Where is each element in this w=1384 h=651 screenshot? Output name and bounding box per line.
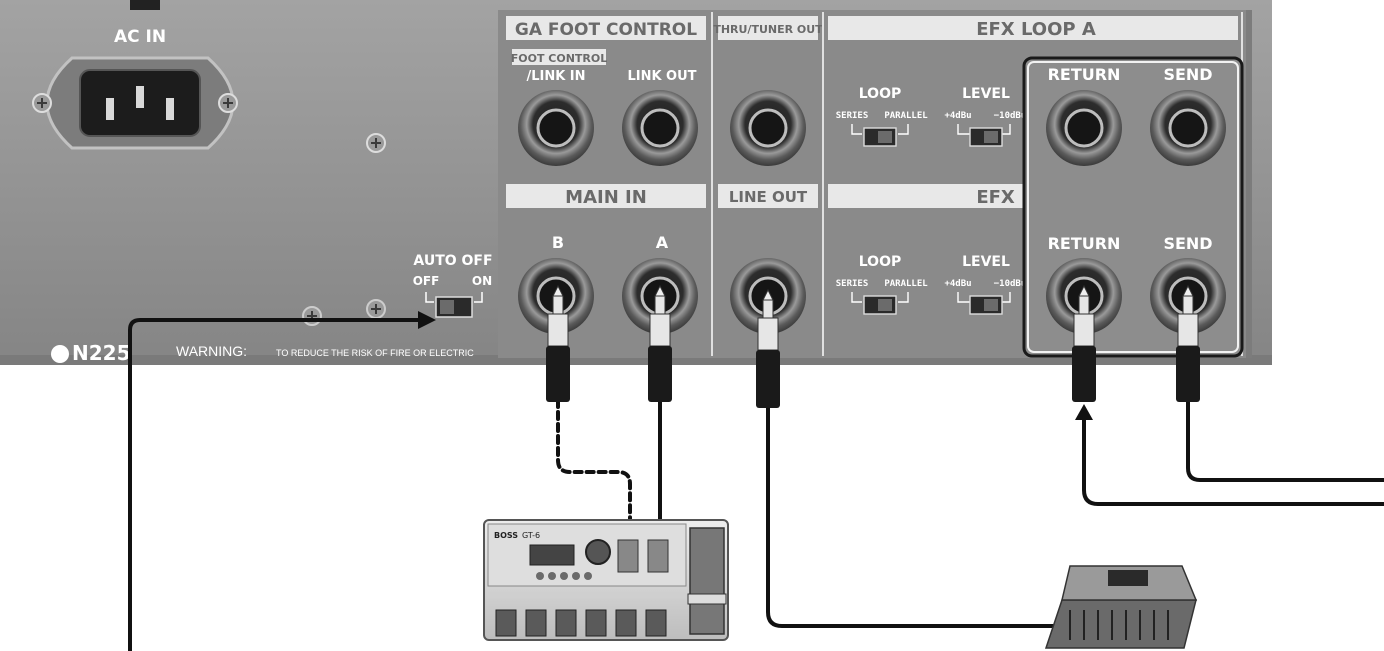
ac-in-label: AC IN — [114, 27, 166, 47]
screw-icon — [366, 299, 386, 319]
efx-a-return-jack[interactable] — [1046, 90, 1122, 166]
effects-unit-knob — [585, 539, 611, 565]
warning-label: WARNING: — [176, 343, 247, 359]
efx-return-plug — [1072, 284, 1096, 402]
screw-icon — [366, 133, 386, 153]
efx-return-cable — [1082, 418, 1384, 506]
brand-logo-icon — [51, 345, 69, 363]
efx-loop-b-switches: LOOP SERIES PARALLEL LEVEL +4dBu −10dBu — [836, 254, 1027, 315]
ac-pin-center — [136, 86, 144, 108]
return-a-label: RETURN — [1048, 65, 1121, 84]
mixer-faders — [1069, 610, 1169, 640]
ac-in-section: AC IN — [32, 27, 386, 326]
plugs — [546, 284, 1200, 408]
effects-unit-brand: BOSS — [494, 531, 518, 540]
minus10-b-label: −10dBu — [994, 279, 1027, 289]
main-in-a-label: A — [656, 233, 669, 252]
button-row — [536, 572, 592, 580]
loop-a-label: LOOP — [859, 86, 902, 102]
effects-unit-model: GT-6 — [522, 531, 540, 540]
plus4-b-label: +4dBu — [944, 279, 971, 289]
foot-control-link-in-jack[interactable] — [518, 90, 594, 166]
auto-off-label: AUTO OFF — [413, 253, 492, 269]
return-b-label: RETURN — [1048, 234, 1121, 253]
footer-strip: N225 WARNING: TO REDUCE THE RISK OF FIRE… — [51, 341, 474, 365]
level-b-label: LEVEL — [962, 254, 1010, 270]
parallel-b-label: PARALLEL — [884, 279, 928, 289]
effects-unit-expression-2 — [647, 539, 669, 573]
line-out-title: LINE OUT — [729, 188, 808, 206]
main-in-title: MAIN IN — [565, 187, 647, 208]
mixer-screen — [1108, 570, 1148, 586]
efx-send-plug — [1176, 284, 1200, 402]
send-a-label: SEND — [1163, 65, 1212, 84]
multi-effects-pedal: BOSS GT-6 — [483, 519, 729, 641]
foot-control-labels: FOOT CONTROL /LINK IN LINK OUT B A — [511, 49, 697, 252]
screw-icon — [302, 306, 322, 326]
link-out-label: LINK OUT — [627, 69, 696, 84]
brand-logo-text: N225 — [72, 341, 131, 365]
main-in-b-cable — [556, 398, 632, 522]
loop-b-label: LOOP — [859, 254, 902, 270]
parallel-a-label: PARALLEL — [884, 111, 928, 121]
ga-foot-control-title: GA FOOT CONTROL — [515, 20, 697, 40]
link-in-label: /LINK IN — [526, 69, 585, 84]
efx-send-cable — [1186, 398, 1384, 482]
main-in-b-label: B — [552, 233, 564, 252]
cables — [128, 318, 1384, 651]
arrow-head-icon — [418, 311, 436, 329]
screw-icon — [32, 93, 52, 113]
warning-text: TO REDUCE THE RISK OF FIRE OR ELECTRIC — [276, 348, 474, 358]
line-out-plug — [756, 288, 780, 408]
effects-unit-display — [529, 544, 575, 566]
ac-pin-left — [106, 98, 114, 120]
efx-loop-a-title: EFX LOOP A — [976, 19, 1096, 40]
main-in-b-plug — [546, 284, 570, 402]
efx-a-send-jack[interactable] — [1150, 90, 1226, 166]
ac-pin-right — [166, 98, 174, 120]
link-out-jack[interactable] — [622, 90, 698, 166]
mixing-console — [1044, 565, 1198, 649]
auto-off-arrow-cable — [128, 318, 422, 651]
thru-tuner-out-jack[interactable] — [730, 90, 806, 166]
effects-unit-expression-1 — [617, 539, 639, 573]
efx-loop-a-switches: LOOP SERIES PARALLEL LEVEL +4dBu −10dBu — [836, 86, 1027, 147]
auto-off-switch-section: AUTO OFF OFF ON — [413, 253, 493, 318]
screw-icon — [218, 93, 238, 113]
footswitch-row — [495, 609, 667, 637]
minus10-a-label: −10dBu — [994, 111, 1027, 121]
main-in-a-plug — [648, 284, 672, 402]
jacks — [518, 90, 1226, 334]
effects-unit-expression-pedal — [689, 527, 725, 635]
plus4-a-label: +4dBu — [944, 111, 971, 121]
thru-tuner-out-title: THRU/TUNER OUT — [713, 23, 823, 36]
level-a-label: LEVEL — [962, 86, 1010, 102]
foot-control-label: FOOT CONTROL — [511, 52, 608, 65]
arrow-head-icon — [1075, 404, 1093, 420]
line-out-cable — [766, 403, 1062, 628]
send-b-label: SEND — [1163, 234, 1212, 253]
auto-off-on-label: ON — [472, 274, 492, 288]
auto-off-off-label: OFF — [413, 274, 440, 288]
series-b-label: SERIES — [836, 279, 869, 289]
series-a-label: SERIES — [836, 111, 869, 121]
